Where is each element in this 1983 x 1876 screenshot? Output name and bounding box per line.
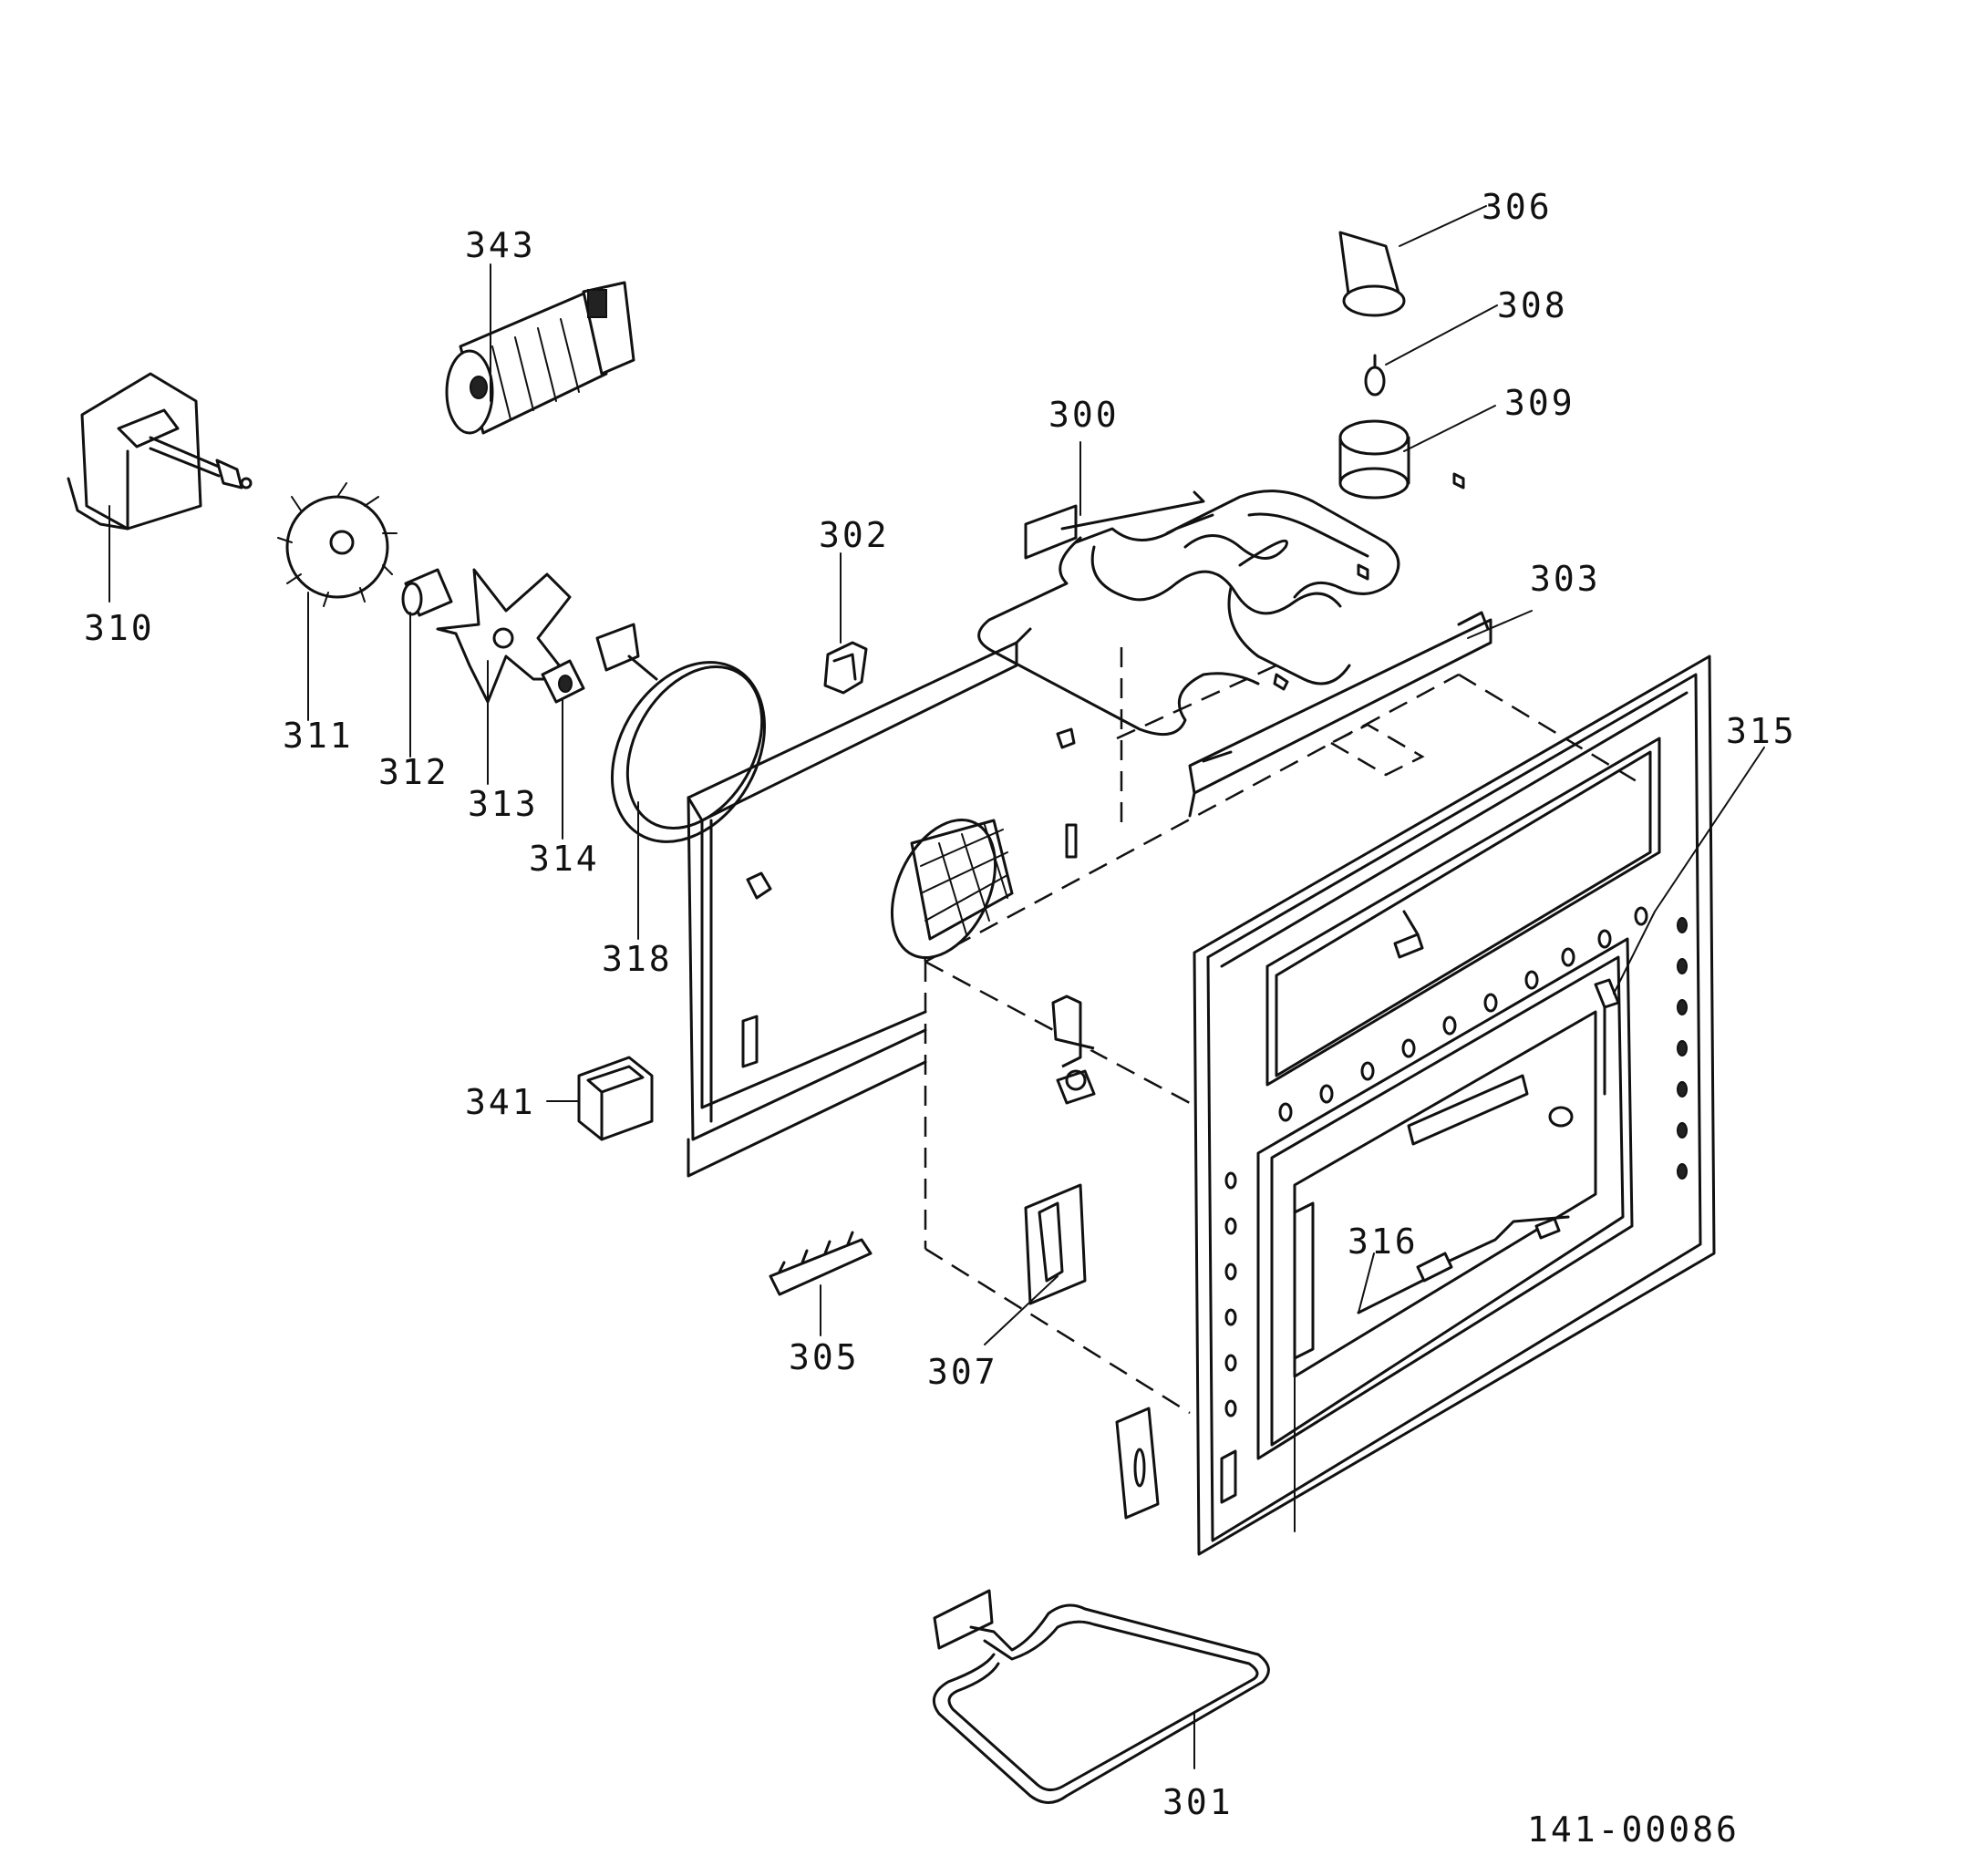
label-318: 318 <box>602 939 673 979</box>
inner-fittings <box>1051 472 1465 1105</box>
front-frame <box>1193 655 1716 1556</box>
part-310-fan-motor <box>67 372 253 531</box>
document-code: 141-00086 <box>1527 1809 1740 1850</box>
oven-cavity-outline <box>919 647 1642 1415</box>
label-300: 300 <box>1048 395 1120 435</box>
label-307: 307 <box>927 1352 998 1392</box>
label-309: 309 <box>1504 383 1575 423</box>
rear-filter-grille <box>890 818 1014 960</box>
part-300-top-heating-element <box>977 490 1400 737</box>
label-305: 305 <box>789 1337 860 1377</box>
part-341-capacitor <box>577 1056 654 1141</box>
label-301: 301 <box>1162 1782 1234 1822</box>
label-314: 314 <box>529 839 600 879</box>
label-306: 306 <box>1482 187 1553 227</box>
part-311-cooling-fan <box>277 482 398 607</box>
part-303-bracket-rail <box>1188 611 1492 818</box>
label-310: 310 <box>84 608 155 648</box>
part-305-terminal-block <box>769 1231 873 1296</box>
part-306-lamp-cover <box>1338 231 1406 317</box>
label-303: 303 <box>1530 559 1601 599</box>
label-341: 341 <box>465 1082 536 1122</box>
label-315-text: 316 <box>1348 1221 1419 1262</box>
part-343-tangential-fan <box>445 281 635 435</box>
frame-holes <box>1224 906 1688 1417</box>
rear-panel <box>687 627 1078 1178</box>
part-308-lamp-bulb <box>1364 354 1386 397</box>
label-316: 315 <box>1726 711 1797 751</box>
label-302: 302 <box>819 515 890 555</box>
part-318-circular-element <box>595 623 767 843</box>
part-313-fan-blade <box>436 568 572 704</box>
part-labels: 343 306 308 309 300 302 303 315 310 311 … <box>84 187 1797 1822</box>
part-302-clip <box>823 641 868 695</box>
part-314-nut <box>541 659 585 704</box>
part-309-lamp-holder <box>1338 419 1410 500</box>
mounting-bracket <box>1115 1407 1160 1520</box>
label-312: 312 <box>378 752 449 792</box>
part-315-thermostat-sensor <box>1357 1215 1570 1314</box>
part-312-spacer <box>401 568 453 617</box>
part-301-bottom-heating-element <box>932 1589 1270 1804</box>
label-311: 311 <box>283 716 354 756</box>
part-316-hinge-pin <box>1594 978 1620 1096</box>
part-307-switch <box>1024 1183 1087 1305</box>
label-313: 313 <box>468 784 539 824</box>
leader-lines <box>108 205 1765 1769</box>
label-308: 308 <box>1497 285 1568 325</box>
label-343: 343 <box>465 225 536 265</box>
